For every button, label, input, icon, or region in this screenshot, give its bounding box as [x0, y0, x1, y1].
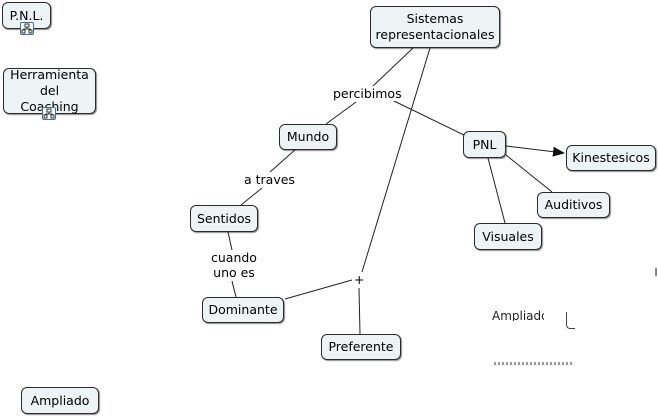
- node-label: Preferente: [328, 339, 394, 354]
- link-label-plus: +: [353, 272, 366, 287]
- node-visuales[interactable]: Visuales: [474, 223, 542, 250]
- node-label: Sistemas representacionales: [375, 11, 495, 42]
- link-label-a-traves: a traves: [242, 172, 297, 187]
- line-plus-preferente: [358, 287, 361, 335]
- line-percibimos-mundo: [325, 101, 357, 125]
- clipped-edge-mark: [655, 268, 657, 276]
- line-atraves-sentidos: [240, 187, 263, 206]
- node-label: PNL: [472, 136, 497, 152]
- line-plus-sistemas: [361, 47, 431, 273]
- node-ampliado[interactable]: Ampliado: [21, 387, 99, 414]
- node-label: P.N.L.: [9, 7, 44, 23]
- node-auditivos[interactable]: Auditivos: [537, 192, 610, 218]
- clipped-ampliado-text: Ampliado: [492, 309, 544, 321]
- node-label: Herramienta del Coaching: [10, 67, 89, 114]
- node-label: Mundo: [286, 129, 330, 144]
- line-sentidos-cuandounoes: [227, 231, 233, 251]
- node-sistemas-representacionales[interactable]: Sistemas representacionales: [370, 6, 500, 48]
- line-mundo-atraves: [269, 148, 297, 173]
- clipped-box-edge: [566, 312, 575, 329]
- node-preferente[interactable]: Preferente: [321, 334, 401, 360]
- node-label: Ampliado: [30, 392, 90, 408]
- link-label-cuando-uno-es: cuando uno es: [209, 250, 259, 280]
- node-label: Dominante: [208, 302, 278, 317]
- line-pnl-kinestesicos: [505, 145, 565, 157]
- node-label: Sentidos: [196, 210, 252, 226]
- link-label-percibimos: percibimos: [331, 86, 404, 101]
- node-mundo[interactable]: Mundo: [279, 124, 337, 150]
- concept-map-icon[interactable]: [42, 107, 56, 120]
- node-label: Auditivos: [544, 197, 603, 212]
- node-kinestesicos[interactable]: Kinestesicos: [566, 145, 656, 171]
- line-percibimos-pnl: [391, 99, 467, 137]
- line-cuandounoes-dominante: [231, 280, 237, 298]
- node-label: Kinestesicos: [572, 150, 650, 165]
- concept-map-icon[interactable]: [20, 22, 34, 35]
- node-sentidos[interactable]: Sentidos: [190, 205, 258, 232]
- line-dominante-plus: [284, 279, 353, 300]
- line-pnl-visuales: [487, 157, 506, 224]
- line-sistemas-percibimos: [372, 47, 414, 87]
- node-pnl[interactable]: PNL: [463, 131, 506, 158]
- node-dominante[interactable]: Dominante: [202, 297, 284, 323]
- line-pnl-auditivos: [505, 154, 553, 193]
- clipped-dotted-line: [494, 362, 574, 365]
- node-label: Visuales: [482, 228, 534, 244]
